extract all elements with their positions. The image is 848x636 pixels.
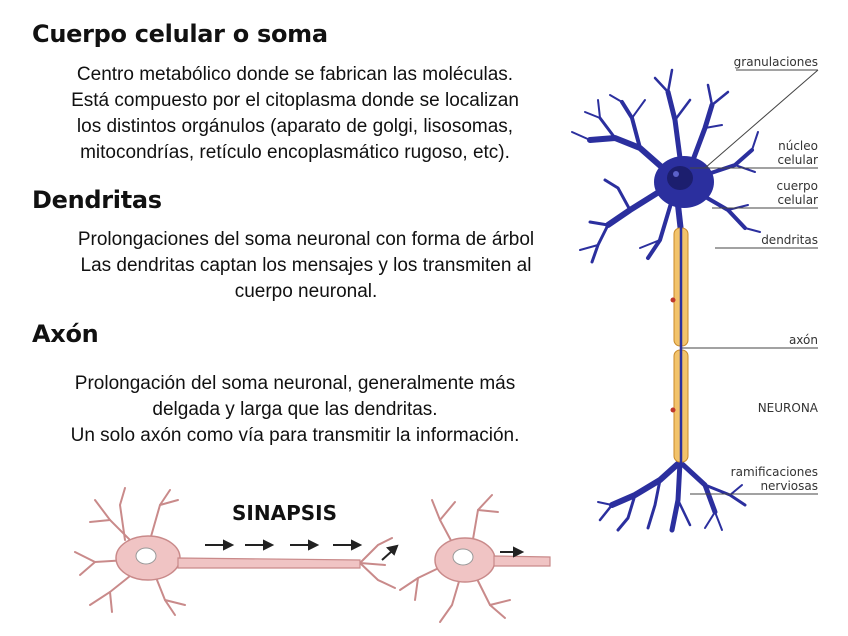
axon-line: Prolongación del soma neuronal, generalm… [74,373,516,394]
synapse-label: SINAPSIS [232,501,337,525]
soma-line: Centro metabólico donde se fabrican las … [76,64,514,85]
label-ramificaciones-2: nerviosas [760,479,818,493]
axon-line: delgada y larga que las dendritas. [152,399,438,420]
label-neurona: NEURONA [758,401,819,415]
dendritas-line: cuerpo neuronal. [234,281,378,302]
label-nucleo-2: celular [777,153,818,167]
label-axon: axón [789,333,818,347]
soma-line: Está compuesto por el citoplasma donde s… [71,90,519,111]
paragraph-axon: Prolongación del soma neuronal, generalm… [30,371,560,449]
label-cuerpo-2: celular [777,193,818,207]
label-dendritas: dendritas [761,233,818,247]
paragraph-dendritas: Prolongaciones del soma neuronal con for… [36,227,576,305]
heading-axon: Axón [32,320,99,348]
soma-line: los distintos orgánulos (aparato de golg… [76,116,514,137]
heading-soma: Cuerpo celular o soma [32,20,328,48]
dendritas-line: Las dendritas captan los mensajes y los … [80,255,532,276]
label-cuerpo: cuerpo [777,179,818,193]
axon-line: Un solo axón como vía para transmitir la… [70,425,520,446]
label-granulaciones: granulaciones [734,55,818,69]
neuron-illustration: granulaciones núcleo celular cuerpo celu… [571,55,819,533]
heading-dendritas: Dendritas [32,186,162,214]
label-nucleo: núcleo [778,139,818,153]
synapse-illustration: SINAPSIS [74,487,551,623]
soma-line: mitocondrías, retículo encoplasmático ru… [80,142,510,163]
paragraph-soma: Centro metabólico donde se fabrican las … [30,62,560,166]
label-ramificaciones: ramificaciones [731,465,818,479]
dendritas-line: Prolongaciones del soma neuronal con for… [77,229,535,250]
